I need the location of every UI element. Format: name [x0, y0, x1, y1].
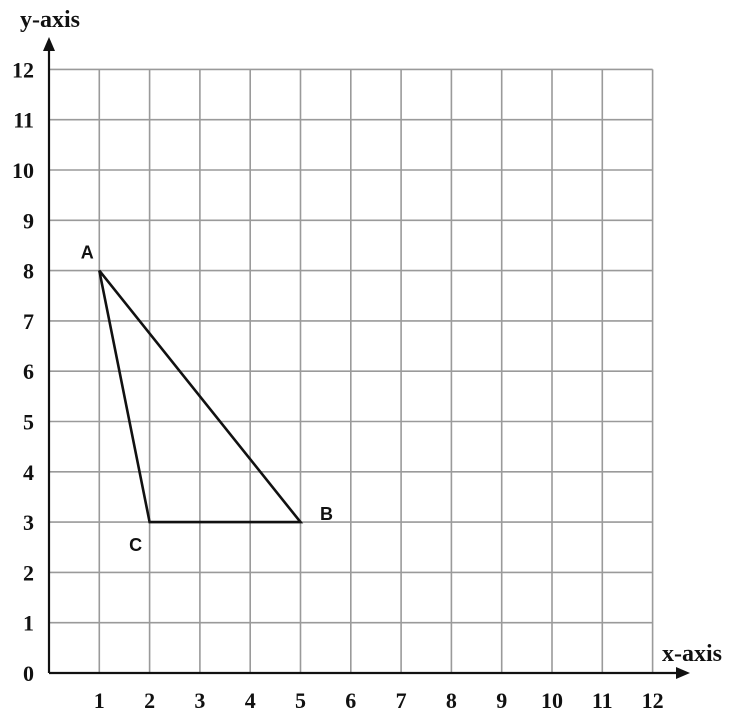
y-tick-label: 10: [12, 158, 34, 183]
x-tick-label: 1: [94, 688, 105, 713]
y-tick-label: 1: [23, 611, 34, 636]
grid-lines: [49, 68, 654, 673]
x-tick-label: 3: [194, 688, 205, 713]
x-tick-label: 2: [144, 688, 155, 713]
x-tick-label: 8: [446, 688, 457, 713]
y-tick-label: 6: [23, 359, 34, 384]
vertex-label-b: B: [320, 504, 333, 524]
y-tick-label: 9: [23, 208, 34, 233]
y-tick-label: 7: [23, 309, 34, 334]
triangle-abc: [98, 269, 304, 524]
y-tick-label: 3: [23, 510, 34, 535]
y-tick-label: 2: [23, 560, 34, 585]
x-axis-title: x-axis: [662, 641, 722, 667]
vertex-label-c: C: [129, 535, 142, 555]
x-tick-label: 5: [295, 688, 306, 713]
x-axis-arrow-icon: [676, 667, 690, 679]
x-tick-label: 11: [592, 688, 613, 713]
y-tick-label: 4: [23, 460, 34, 485]
x-tick-label: 4: [245, 688, 256, 713]
x-tick-label: 10: [541, 688, 563, 713]
axes: [43, 37, 690, 679]
y-tick-label: 12: [12, 57, 34, 82]
vertex-label-a: A: [81, 243, 94, 263]
y-axis-title: y-axis: [20, 7, 80, 33]
y-tick-label: 8: [23, 259, 34, 284]
y-tick-label: 0: [23, 661, 34, 686]
x-tick-label: 7: [396, 688, 407, 713]
y-tick-label: 5: [23, 410, 34, 435]
x-tick-label: 9: [496, 688, 507, 713]
y-axis-arrow-icon: [43, 37, 55, 51]
x-tick-label: 12: [642, 688, 664, 713]
vertex-labels: A B C: [81, 243, 333, 555]
x-tick-label: 6: [345, 688, 356, 713]
y-tick-label: 11: [13, 108, 34, 133]
